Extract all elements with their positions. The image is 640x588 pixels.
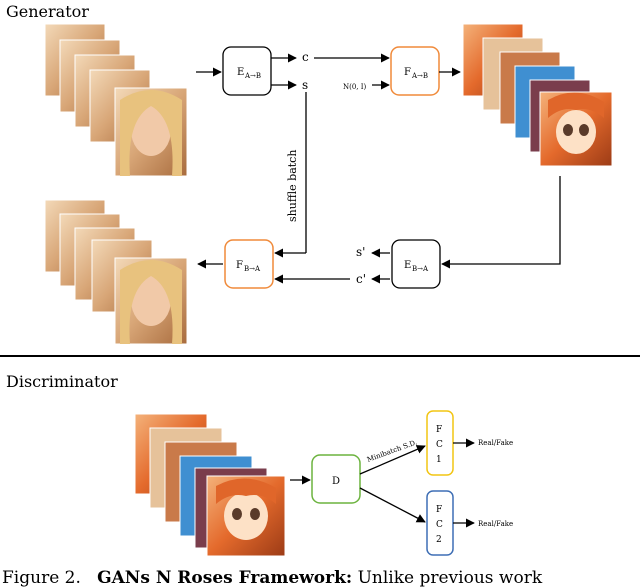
figure-caption: Figure 2. GANs N Roses Framework: Unlike…: [2, 568, 640, 588]
content-code-label: c: [302, 50, 309, 64]
style-code-label: s: [302, 78, 308, 92]
encoder-b-to-a: E B→A: [391, 239, 441, 289]
svg-text:F: F: [436, 505, 442, 515]
content-code-prime-label: c': [356, 272, 366, 286]
svg-text:2: 2: [436, 535, 442, 545]
style-code-prime-label: s': [356, 245, 365, 259]
caption-prefix: Figure 2.: [2, 568, 81, 588]
decoder-a-to-b: F A→B: [390, 46, 440, 96]
svg-text:A→B: A→B: [244, 72, 261, 80]
fc2-box: F C 2: [426, 490, 454, 556]
svg-text:A→B: A→B: [411, 72, 428, 80]
svg-text:C: C: [436, 520, 443, 530]
fc1-box: F C 1: [426, 410, 454, 476]
generator-label: Generator: [6, 2, 89, 21]
svg-text:1: 1: [436, 455, 442, 465]
encoder-a-to-b: E A→B: [222, 46, 272, 96]
discriminator-box: D: [311, 454, 361, 504]
svg-text:F: F: [404, 67, 411, 78]
generator-arrows: [196, 53, 561, 284]
real-image-stack-bottom: [44, 199, 188, 345]
svg-text:B→A: B→A: [412, 265, 429, 273]
discriminator-arrows: [290, 438, 475, 528]
real-image-stack-top: [44, 23, 188, 177]
section-divider: [0, 355, 640, 357]
real-fake-label-2: Real/Fake: [478, 520, 513, 528]
svg-text:F: F: [236, 260, 243, 271]
anime-image-stack-top: [462, 23, 613, 167]
svg-text:E: E: [404, 260, 411, 271]
svg-text:B→A: B→A: [244, 265, 261, 273]
svg-text:F: F: [436, 425, 442, 435]
noise-label: N(0, I): [343, 83, 367, 91]
svg-text:D: D: [332, 476, 340, 487]
svg-text:C: C: [436, 440, 443, 450]
caption-rest: Unlike previous work: [352, 568, 543, 588]
shuffle-batch-label: shuffle batch: [286, 150, 299, 222]
discriminator-label: Discriminator: [6, 372, 118, 391]
decoder-b-to-a: F B→A: [224, 239, 274, 289]
caption-title: GANs N Roses Framework:: [97, 568, 353, 588]
anime-image-stack-discriminator: [134, 413, 286, 557]
real-fake-label-1: Real/Fake: [478, 439, 513, 447]
svg-text:E: E: [237, 67, 244, 78]
